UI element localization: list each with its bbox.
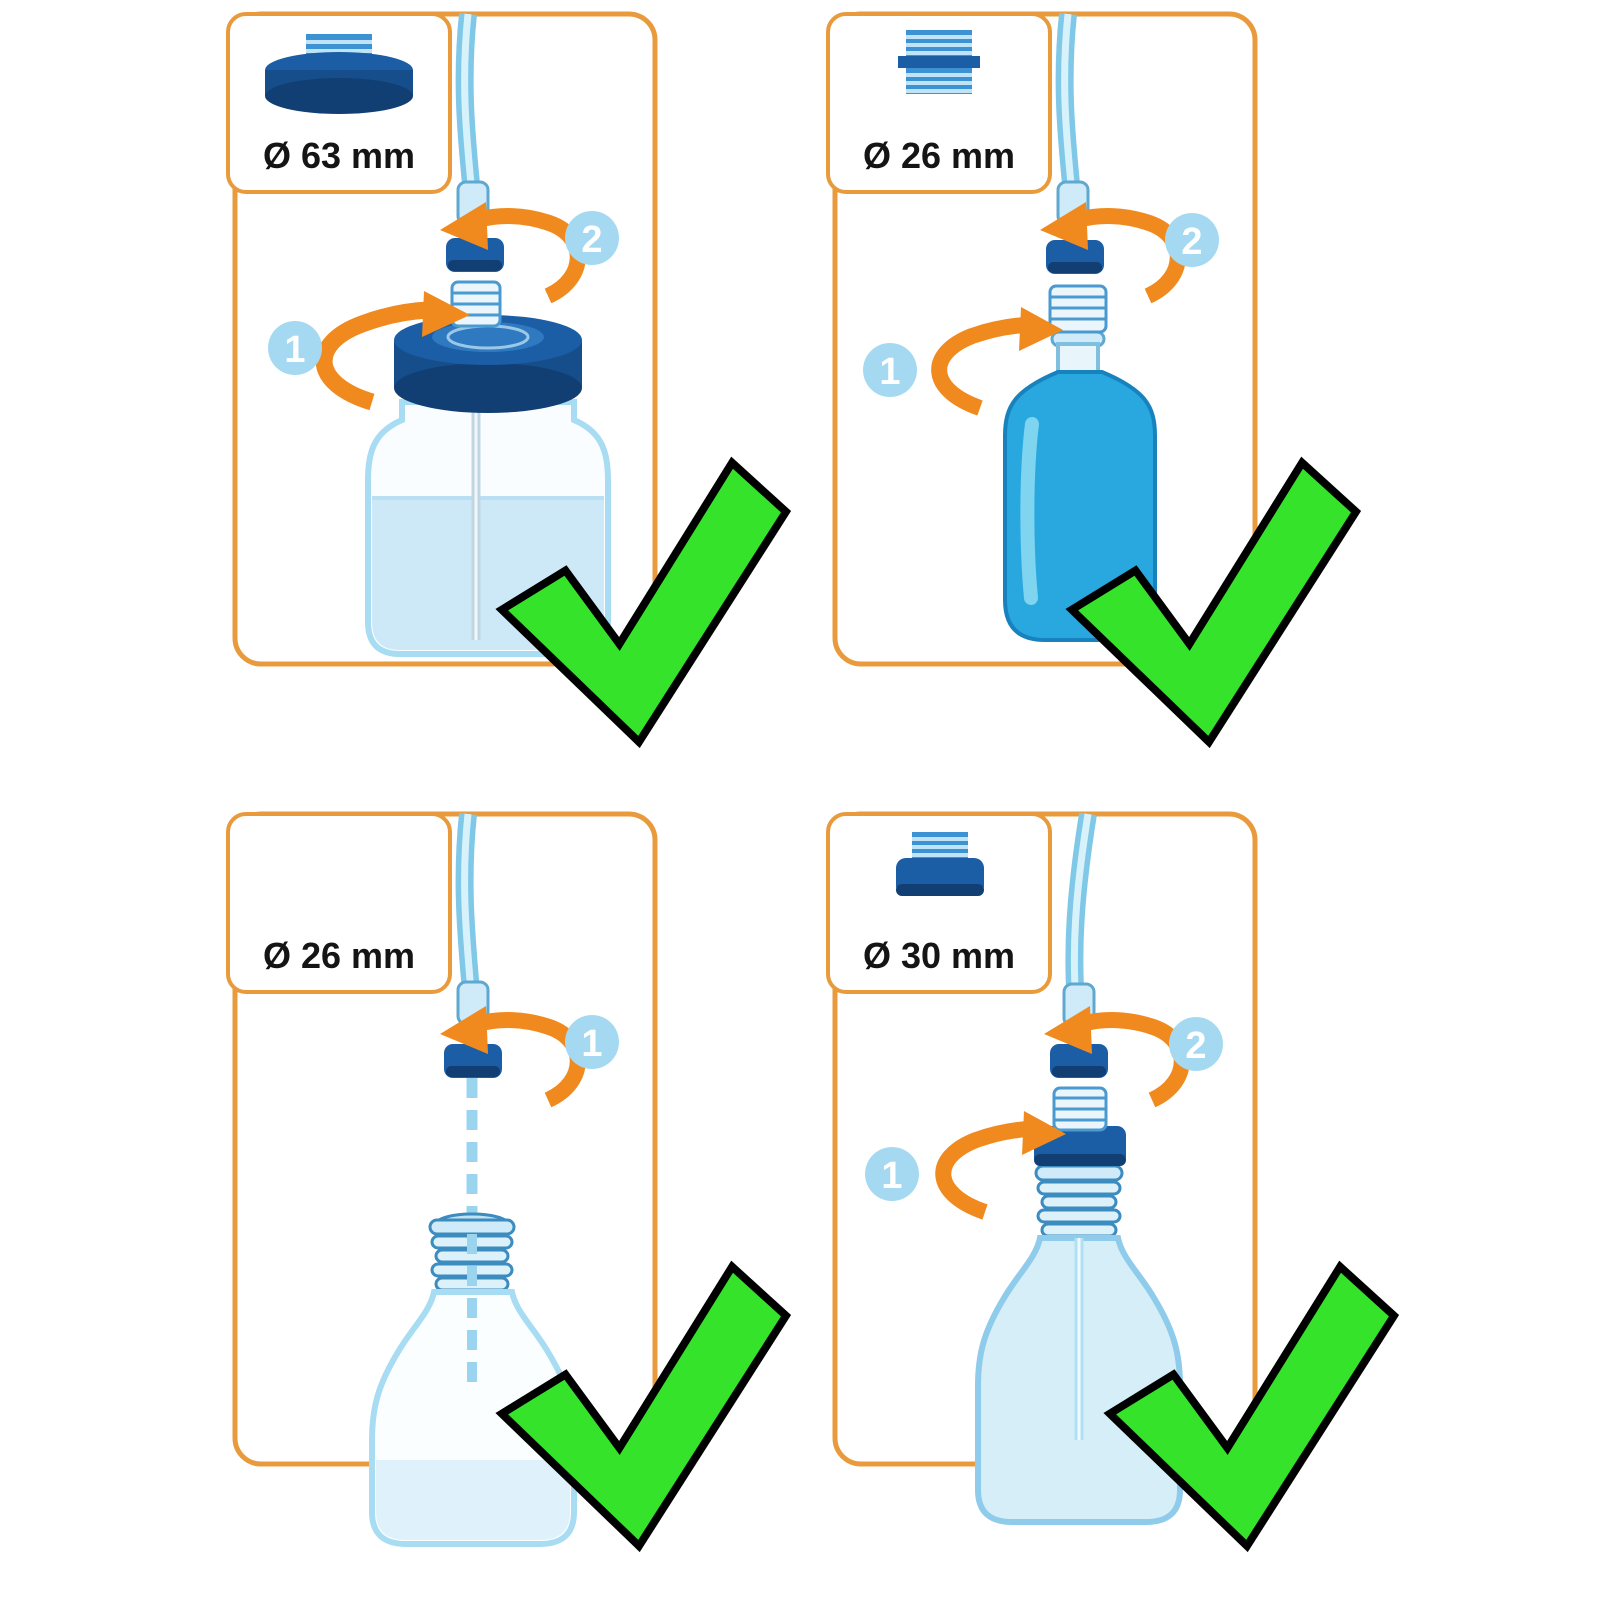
step-badge-2: 2 <box>1165 213 1219 267</box>
step-1-label: 1 <box>581 1023 602 1065</box>
rotation-arrow-1 <box>440 1006 586 1108</box>
green-checkmark-icon <box>1065 456 1362 749</box>
adapter-label-box: Ø 63 mm <box>226 12 452 194</box>
step-1-label: 1 <box>881 1155 902 1197</box>
panel-63mm: 2 1 Ø 63 mm <box>0 0 800 800</box>
rotation-arrow-2 <box>440 202 586 304</box>
step-2-label: 2 <box>1185 1025 1206 1067</box>
step-1-label: 1 <box>284 329 305 371</box>
rotation-arrow-2 <box>1044 1006 1190 1108</box>
step-1-label: 1 <box>879 351 900 393</box>
step-badge-2: 2 <box>1169 1017 1223 1071</box>
adapter-label-box: Ø 26 mm <box>226 812 452 994</box>
dispenser-cap <box>446 238 504 272</box>
panel-26mm-pet-bottle: 1 Ø 26 mm <box>0 800 800 1600</box>
step-badge-2: 2 <box>565 211 619 265</box>
threaded-adapter <box>1048 284 1108 334</box>
adapter-label-box: Ø 26 mm <box>826 12 1052 194</box>
step-2-label: 2 <box>1181 221 1202 263</box>
adapter-label-box: Ø 30 mm <box>826 812 1052 994</box>
green-checkmark-icon <box>495 456 792 749</box>
diameter-label: Ø 26 mm <box>263 935 415 976</box>
step-badge-1: 1 <box>565 1015 619 1069</box>
step-badge-1: 1 <box>865 1147 919 1201</box>
step-2-label: 2 <box>581 219 602 261</box>
rotation-arrow-1 <box>315 291 470 411</box>
threaded-neck <box>1052 1086 1108 1132</box>
green-checkmark-icon <box>495 1260 792 1553</box>
panel-30mm: 2 1 Ø 30 mm <box>800 800 1600 1600</box>
pet-bottle <box>369 1212 577 1547</box>
liquid <box>376 1460 570 1540</box>
pet-bottle <box>975 1164 1183 1525</box>
step-badge-1: 1 <box>268 321 322 375</box>
diameter-label: Ø 30 mm <box>863 935 1015 976</box>
tube <box>455 813 490 1026</box>
rotation-arrow-1 <box>935 1111 1066 1220</box>
ring-thread-adapter-icon <box>896 832 984 896</box>
green-checkmark-icon <box>1103 1260 1400 1553</box>
panel-26mm-lab-bottle: 2 1 Ø 26 mm <box>800 0 1600 800</box>
dispenser-cap <box>1046 240 1104 274</box>
diameter-label: Ø 63 mm <box>263 135 415 176</box>
rotation-arrow-2 <box>1040 202 1186 304</box>
dispenser-cap <box>444 1044 502 1078</box>
lab-bottle <box>1003 330 1157 642</box>
rotation-arrow-1 <box>931 307 1063 416</box>
diameter-label: Ø 26 mm <box>863 135 1015 176</box>
double-thread-adapter-icon <box>898 30 980 94</box>
jar-cap <box>394 315 582 413</box>
wide-disc-adapter-icon <box>265 34 413 114</box>
step-badge-1: 1 <box>863 343 917 397</box>
dispenser-cap <box>1050 1044 1108 1078</box>
